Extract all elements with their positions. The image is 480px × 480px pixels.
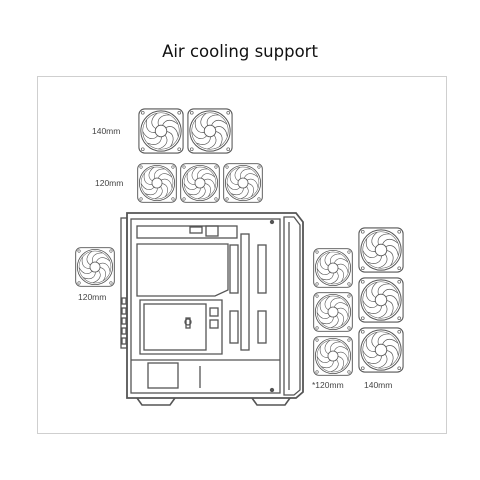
- page-title: Air cooling support: [162, 42, 318, 61]
- label-top-120mm: 120mm: [95, 178, 124, 188]
- fan-icon: [313, 248, 353, 288]
- fan-icon: [75, 247, 115, 287]
- fan-icon: [223, 163, 263, 203]
- fan-icon: [180, 163, 220, 203]
- pc-case-icon: [120, 212, 304, 406]
- fan-icon: [138, 108, 184, 154]
- fan-icon: [313, 336, 353, 376]
- fan-icon: [313, 292, 353, 332]
- label-front-140mm: 140mm: [364, 380, 393, 390]
- fan-icon: [358, 277, 404, 323]
- fan-icon: [358, 227, 404, 273]
- label-top-140mm: 140mm: [92, 126, 121, 136]
- fan-icon: [358, 327, 404, 373]
- label-front-120mm: *120mm: [312, 380, 344, 390]
- fan-icon: [187, 108, 233, 154]
- fan-icon: [137, 163, 177, 203]
- diagram-frame: [37, 76, 447, 434]
- label-rear-120mm: 120mm: [78, 292, 107, 302]
